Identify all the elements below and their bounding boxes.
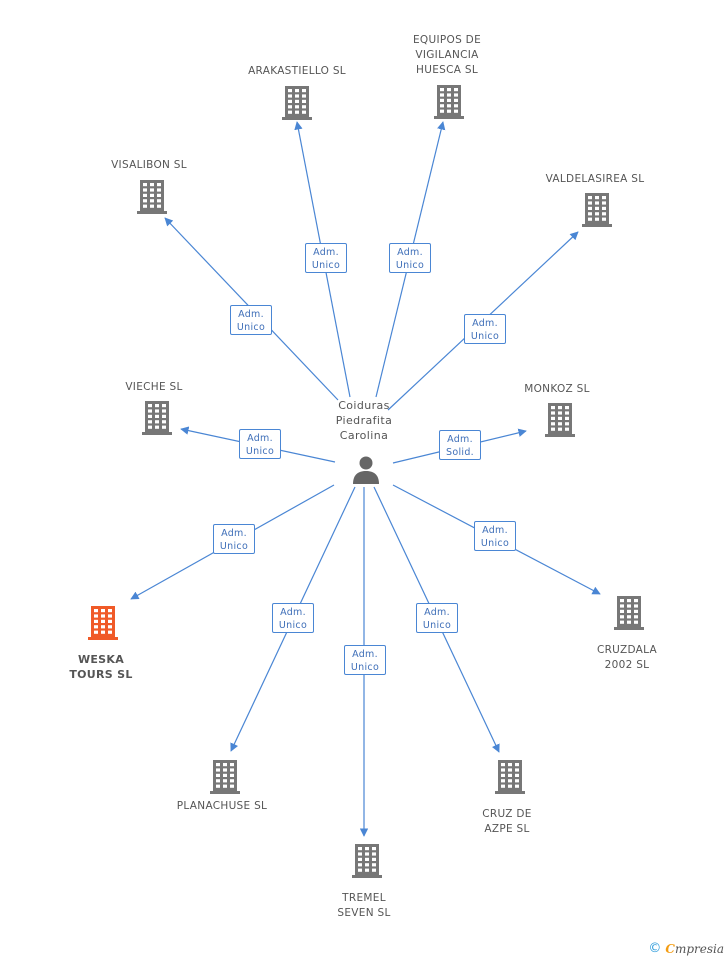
company-label-arakastiello[interactable]: ARAKASTIELLO SL <box>248 65 346 77</box>
relation-badge-valdelasirea: Adm. Unico <box>464 314 506 344</box>
relation-badge-arakastiello: Adm. Unico <box>305 243 347 273</box>
building-icon[interactable] <box>614 596 644 630</box>
building-icon[interactable] <box>282 86 312 120</box>
relation-badge-vieche: Adm. Unico <box>239 429 281 459</box>
company-label-valdelasirea[interactable]: VALDELASIREA SL <box>545 173 645 185</box>
relation-badge-tremel: Adm. Unico <box>344 645 386 675</box>
relation-badge-cruzdeazpe: Adm. Unico <box>416 603 458 633</box>
relation-badge-planachuse: Adm. Unico <box>272 603 314 633</box>
company-label-planachuse[interactable]: PLANACHUSE SL <box>176 800 268 812</box>
building-icon[interactable] <box>495 760 525 794</box>
building-icon[interactable] <box>88 606 118 640</box>
company-label-monkoz[interactable]: MONKOZ SL <box>524 383 590 395</box>
relation-badge-visalibon: Adm. Unico <box>230 305 272 335</box>
brand-name: Cmpresia <box>665 941 724 956</box>
building-icon[interactable] <box>434 85 464 119</box>
building-icon[interactable] <box>210 760 240 794</box>
company-label-tremel[interactable]: TREMEL SEVEN SL <box>337 892 391 919</box>
building-icon[interactable] <box>137 180 167 214</box>
copyright-icon: © <box>648 941 662 956</box>
building-icon[interactable] <box>582 193 612 227</box>
company-label-visalibon[interactable]: VISALIBON SL <box>111 159 187 171</box>
building-icon[interactable] <box>142 401 172 435</box>
center-person-name: Coiduras Piedrafita Carolina <box>335 399 393 442</box>
relation-badge-cruzdala: Adm. Unico <box>474 521 516 551</box>
relation-badge-equipos: Adm. Unico <box>389 243 431 273</box>
company-label-vieche[interactable]: VIECHE SL <box>125 381 183 393</box>
company-label-equipos[interactable]: EQUIPOS DE VIGILANCIA HUESCA SL <box>413 34 481 76</box>
company-label-cruzdeazpe[interactable]: CRUZ DE AZPE SL <box>482 808 532 835</box>
building-icon[interactable] <box>352 844 382 878</box>
company-label-weska[interactable]: WESKA TOURS SL <box>69 653 133 681</box>
footer-brand[interactable]: © Cmpresia <box>648 941 724 956</box>
relation-badge-monkoz: Adm. Solid. <box>439 430 481 460</box>
building-icon[interactable] <box>545 403 575 437</box>
relation-badge-weska: Adm. Unico <box>213 524 255 554</box>
company-label-cruzdala[interactable]: CRUZDALA 2002 SL <box>596 644 658 671</box>
person-icon <box>353 456 379 484</box>
